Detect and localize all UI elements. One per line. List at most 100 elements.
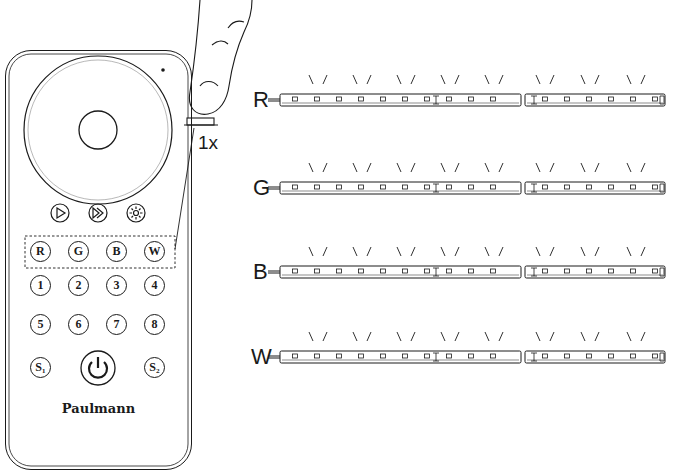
led [425, 354, 430, 358]
light-ray [397, 75, 415, 84]
remote-button: B [106, 241, 127, 262]
button-label: 6 [75, 318, 81, 330]
light-ray [627, 247, 645, 256]
led [447, 185, 452, 189]
led [425, 269, 430, 273]
cut-mark [433, 184, 439, 192]
light-ray [536, 247, 554, 256]
remote-button: 8 [144, 314, 165, 335]
led [543, 269, 548, 273]
button-label: 8 [151, 318, 157, 330]
led [381, 97, 386, 101]
light-ray [536, 332, 554, 341]
button-label: 3 [113, 279, 119, 291]
cut-mark [433, 96, 439, 104]
remote-button: 7 [106, 314, 127, 335]
light-ray [441, 163, 459, 172]
led [359, 354, 364, 358]
remote-button: 5 [30, 314, 51, 335]
light-ray [397, 247, 415, 256]
led [293, 185, 298, 189]
center-button [79, 111, 117, 149]
light-ray [536, 163, 554, 172]
strip-segment [280, 94, 521, 106]
strip-segment [525, 351, 665, 363]
led [609, 97, 614, 101]
led [609, 269, 614, 273]
strip-segment [525, 94, 665, 106]
led [491, 354, 496, 358]
color-wheel [24, 56, 172, 204]
light-ray [309, 163, 327, 172]
led [653, 185, 658, 189]
led [565, 354, 570, 358]
led [381, 269, 386, 273]
cable [268, 99, 280, 101]
strip-segment [525, 266, 665, 278]
led [609, 354, 614, 358]
led [337, 354, 342, 358]
light-ray [397, 332, 415, 341]
icon-buttons [51, 204, 145, 222]
led [543, 354, 548, 358]
led [469, 269, 474, 273]
end-cap [660, 184, 664, 192]
light-ray [309, 247, 327, 256]
status-led [161, 68, 165, 72]
end-cap [660, 268, 664, 276]
button-label: 1 [37, 279, 43, 291]
cut-mark [531, 96, 537, 104]
button-label: 4 [151, 279, 157, 291]
led [631, 97, 636, 101]
light-ray [581, 332, 599, 341]
led [587, 269, 592, 273]
light-ray [441, 247, 459, 256]
led [631, 185, 636, 189]
strip-segment [280, 351, 521, 363]
led [315, 269, 320, 273]
led [447, 97, 452, 101]
led [403, 185, 408, 189]
button-label: S₂ [149, 361, 159, 373]
button-label: R [36, 245, 45, 257]
light-ray [485, 163, 503, 172]
light-ray [536, 75, 554, 84]
strip-edge [282, 103, 663, 104]
led [403, 354, 408, 358]
led [491, 97, 496, 101]
remote-button: 4 [144, 275, 165, 296]
light-ray [353, 163, 371, 172]
led [315, 354, 320, 358]
press-count: 1x [197, 133, 219, 152]
led [403, 97, 408, 101]
led [447, 354, 452, 358]
led [565, 185, 570, 189]
led [293, 354, 298, 358]
led [543, 185, 548, 189]
led [631, 354, 636, 358]
light-ray [397, 163, 415, 172]
end-cap [660, 96, 664, 104]
led-strip [268, 247, 665, 278]
led [565, 97, 570, 101]
strip-edge [282, 191, 663, 192]
remote-button: 6 [68, 314, 89, 335]
led [381, 185, 386, 189]
remote-button: R [30, 241, 51, 262]
remote-button: S₁ [30, 357, 51, 378]
remote-control: PaulmannRGBW12345678S₁S₂ [5, 50, 192, 470]
remote-button: 1 [30, 275, 51, 296]
led [293, 269, 298, 273]
brand-name: Paulmann [6, 401, 191, 416]
led [337, 185, 342, 189]
remote-button: W [144, 241, 165, 262]
led [587, 354, 592, 358]
led [425, 185, 430, 189]
cut-mark [433, 268, 439, 276]
button-label: G [74, 245, 83, 257]
led [469, 354, 474, 358]
led [491, 269, 496, 273]
button-label: 7 [113, 318, 119, 330]
light-ray [309, 332, 327, 341]
led [359, 185, 364, 189]
